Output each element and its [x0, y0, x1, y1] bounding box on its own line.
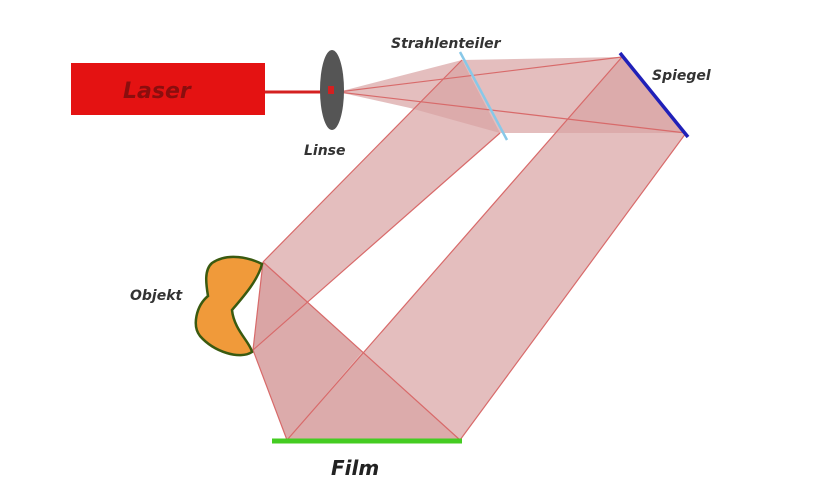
- object-wave-to-film: [253, 262, 460, 440]
- mirror: [618, 51, 690, 139]
- beam-splitter-label: Strahlenteiler: [391, 36, 502, 52]
- lens-label: Linse: [304, 143, 346, 159]
- object-illumination-beam: [253, 60, 500, 350]
- reference-beam: [287, 57, 686, 440]
- laser-body: [71, 63, 265, 115]
- lens-center: [328, 86, 334, 94]
- laser-label: Laser: [123, 79, 192, 104]
- object-shape: [194, 255, 264, 357]
- mirror-label: Spiegel: [652, 68, 711, 84]
- film-label: Film: [331, 456, 379, 480]
- beam-edges: [252, 56, 687, 441]
- beam-splitter: [458, 51, 509, 141]
- beams: [253, 57, 686, 440]
- object-label: Objekt: [130, 288, 184, 304]
